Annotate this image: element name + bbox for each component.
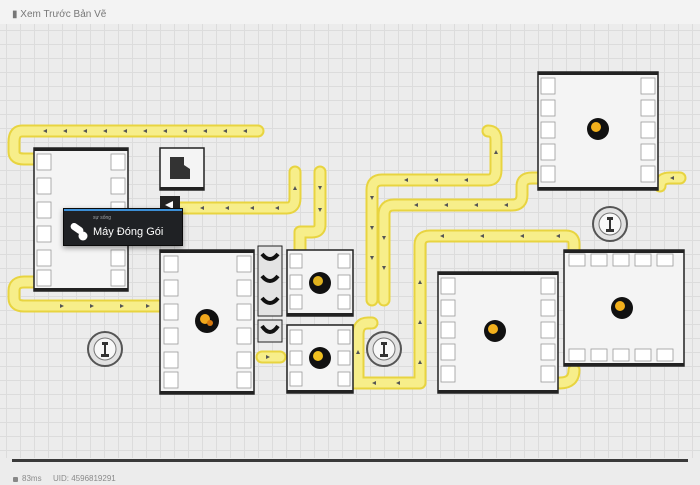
relay-pylon-icon[interactable] bbox=[87, 206, 628, 367]
title-bar: ▮ Xem Trước Bản Vẽ bbox=[0, 0, 700, 24]
machine-small-furnace-bottom bbox=[286, 324, 354, 394]
belt-splitter-column bbox=[257, 245, 283, 343]
tooltip-subtitle: sự sống bbox=[93, 215, 112, 221]
latency-readout: 83ms bbox=[22, 474, 42, 483]
signal-icon bbox=[13, 477, 18, 482]
capsule-pill-icon bbox=[70, 222, 88, 241]
machine-top-right bbox=[537, 71, 659, 191]
machine-right-large bbox=[563, 249, 685, 367]
dispenser-icon bbox=[170, 157, 190, 179]
machine-tooltip: sự sống Máy Đóng Gói bbox=[63, 208, 183, 246]
machine-bottom-center-right bbox=[437, 271, 559, 394]
small-arrow-icon bbox=[43, 129, 674, 385]
tooltip-machine-name: Máy Đóng Gói bbox=[93, 226, 164, 238]
timeline-bar[interactable] bbox=[12, 459, 688, 462]
ore-chunk-icon bbox=[195, 309, 219, 333]
machine-small-furnace-top bbox=[286, 249, 354, 317]
machines[interactable] bbox=[33, 71, 685, 395]
uid-readout: UID: 4596819291 bbox=[53, 474, 116, 483]
machine-middle-refiner bbox=[159, 249, 255, 395]
tooltip-accent-stripe bbox=[64, 209, 182, 211]
window-title: ▮ Xem Trước Bản Vẽ bbox=[12, 9, 107, 20]
conveyor-belts[interactable] bbox=[7, 124, 687, 390]
